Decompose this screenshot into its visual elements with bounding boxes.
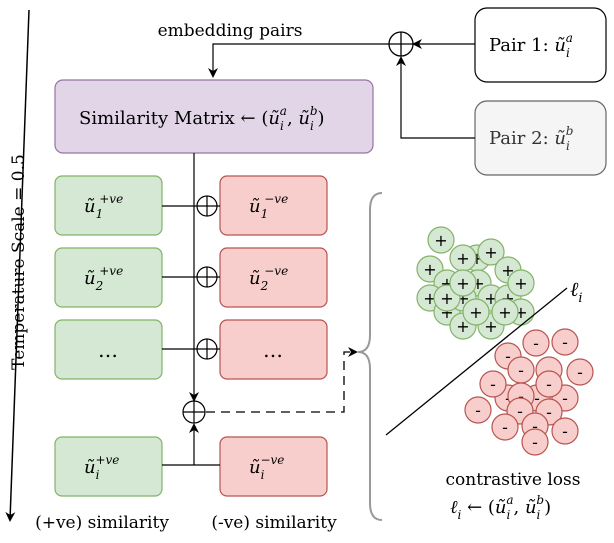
negative-similarity-label: (-ve) similarity [211, 513, 337, 533]
sum-to-loss-dashed-arrow [206, 347, 358, 413]
negative-sample-circle: - [551, 328, 579, 356]
svg-text:+: + [514, 274, 527, 293]
negative-box-1: ũ1−ve [219, 175, 328, 236]
svg-text:-: - [505, 347, 511, 366]
positive-cluster: +++++++++++++++++++++ [416, 226, 535, 340]
combine-to-matrix-arrow [208, 43, 389, 78]
negative-sample-circle: - [507, 356, 535, 384]
positive-sample-circle: + [427, 226, 455, 254]
svg-text:-: - [517, 402, 523, 421]
svg-text:-: - [475, 401, 481, 420]
svg-text:+: + [469, 303, 482, 322]
svg-text:+: + [484, 317, 497, 336]
negative-sample-circle: - [521, 428, 549, 456]
svg-text:ũi+ve: ũi+ve [84, 453, 119, 482]
svg-text:+: + [456, 317, 469, 336]
curly-brace [357, 192, 383, 521]
svg-text:-: - [562, 422, 568, 441]
positive-box-i: ũi+ve [54, 436, 163, 497]
svg-text:ũ2+ve: ũ2+ve [84, 264, 123, 293]
svg-text:ũ1+ve: ũ1+ve [84, 192, 123, 221]
positive-box-2: ũ2+ve [54, 247, 163, 308]
positive-sample-circle: + [462, 298, 490, 326]
positive-similarity-label: (+ve) similarity [35, 513, 169, 533]
svg-text:+: + [484, 243, 497, 262]
svg-text:…: … [263, 338, 283, 362]
decision-boundary-line [385, 287, 568, 436]
row-1-combine-circle [196, 195, 218, 217]
svg-text:-: - [577, 363, 583, 382]
pair-2-box: Pair 2: ũib [474, 100, 607, 176]
svg-text:-: - [518, 387, 524, 406]
positive-box-ellipsis: … [54, 319, 163, 380]
svg-text:-: - [490, 375, 496, 394]
positive-box-1: ũ1+ve [54, 175, 163, 236]
svg-text:ũ1−ve: ũ1−ve [249, 192, 288, 221]
temperature-axis-label: Temperature Scale = 0.5 [9, 154, 29, 370]
svg-text:-: - [502, 418, 508, 437]
negative-sample-circle: - [522, 329, 550, 357]
temperature-axis-arrow [5, 9, 30, 522]
negative-cluster: ------------------- [464, 328, 594, 456]
svg-text:ũ2−ve: ũ2−ve [249, 264, 288, 293]
contrastive-loss-title: contrastive loss [446, 470, 581, 490]
svg-text:Pair 1: ũia: Pair 1: ũia [489, 31, 573, 60]
svg-text:Pair 2: ũib: Pair 2: ũib [489, 124, 573, 153]
positive-sample-circle: + [507, 269, 535, 297]
svg-text:-: - [562, 333, 568, 352]
pair2-to-combine-arrow [396, 56, 475, 139]
negative-sample-circle: - [535, 370, 563, 398]
svg-text:-: - [546, 375, 552, 394]
svg-text:+: + [440, 289, 453, 308]
negative-box-2: ũ2−ve [219, 247, 328, 308]
negative-sample-circle: - [479, 370, 507, 398]
svg-text:+: + [423, 289, 436, 308]
svg-text:-: - [518, 361, 524, 380]
svg-text:+: + [456, 249, 469, 268]
svg-text:+: + [498, 303, 511, 322]
negative-sample-circle: - [551, 417, 579, 445]
svg-text:Similarity Matrix ← (ũia, ũib): Similarity Matrix ← (ũia, ũib) [79, 104, 325, 133]
pair-1-label: Pair 1: [489, 35, 554, 56]
pair-1-box: Pair 1: ũia [474, 7, 607, 83]
negative-sample-circle: - [491, 413, 519, 441]
positive-sample-circle: + [449, 244, 477, 272]
svg-text:-: - [533, 334, 539, 353]
pair-combine-circle [388, 31, 414, 57]
negative-sample-circle: - [464, 396, 492, 424]
pair-2-label: Pair 2: [489, 128, 554, 149]
svg-text:+: + [484, 289, 497, 308]
positive-sample-circle: + [491, 298, 519, 326]
svg-text:+: + [434, 231, 447, 250]
negative-box-i: ũi−ve [219, 436, 328, 497]
positive-sample-circle: + [449, 269, 477, 297]
svg-text:-: - [532, 417, 538, 436]
svg-text:-: - [546, 403, 552, 422]
embedding-pairs-label: embedding pairs [158, 21, 303, 41]
negative-box-ellipsis: … [219, 319, 328, 380]
svg-text:…: … [98, 338, 118, 362]
row-3-combine-circle [196, 338, 218, 360]
positive-sample-circle: + [477, 238, 505, 266]
similarity-matrix-label: Similarity Matrix ← [79, 108, 256, 129]
svg-text:+: + [456, 274, 469, 293]
svg-text:+: + [423, 260, 436, 279]
row-2-combine-circle [196, 266, 218, 288]
negative-sample-circle: - [566, 358, 594, 386]
svg-text:-: - [534, 389, 540, 408]
similarity-matrix-box: Similarity Matrix ← (ũia, ũib) [54, 79, 374, 154]
contrastive-loss-formula: ℓi ← (ũia, ũib) [450, 493, 551, 522]
svg-text:-: - [562, 389, 568, 408]
decision-boundary-label: ℓi [570, 277, 583, 306]
sum-circle [182, 400, 206, 424]
svg-text:ũi−ve: ũi−ve [249, 453, 284, 482]
svg-text:-: - [532, 433, 538, 452]
